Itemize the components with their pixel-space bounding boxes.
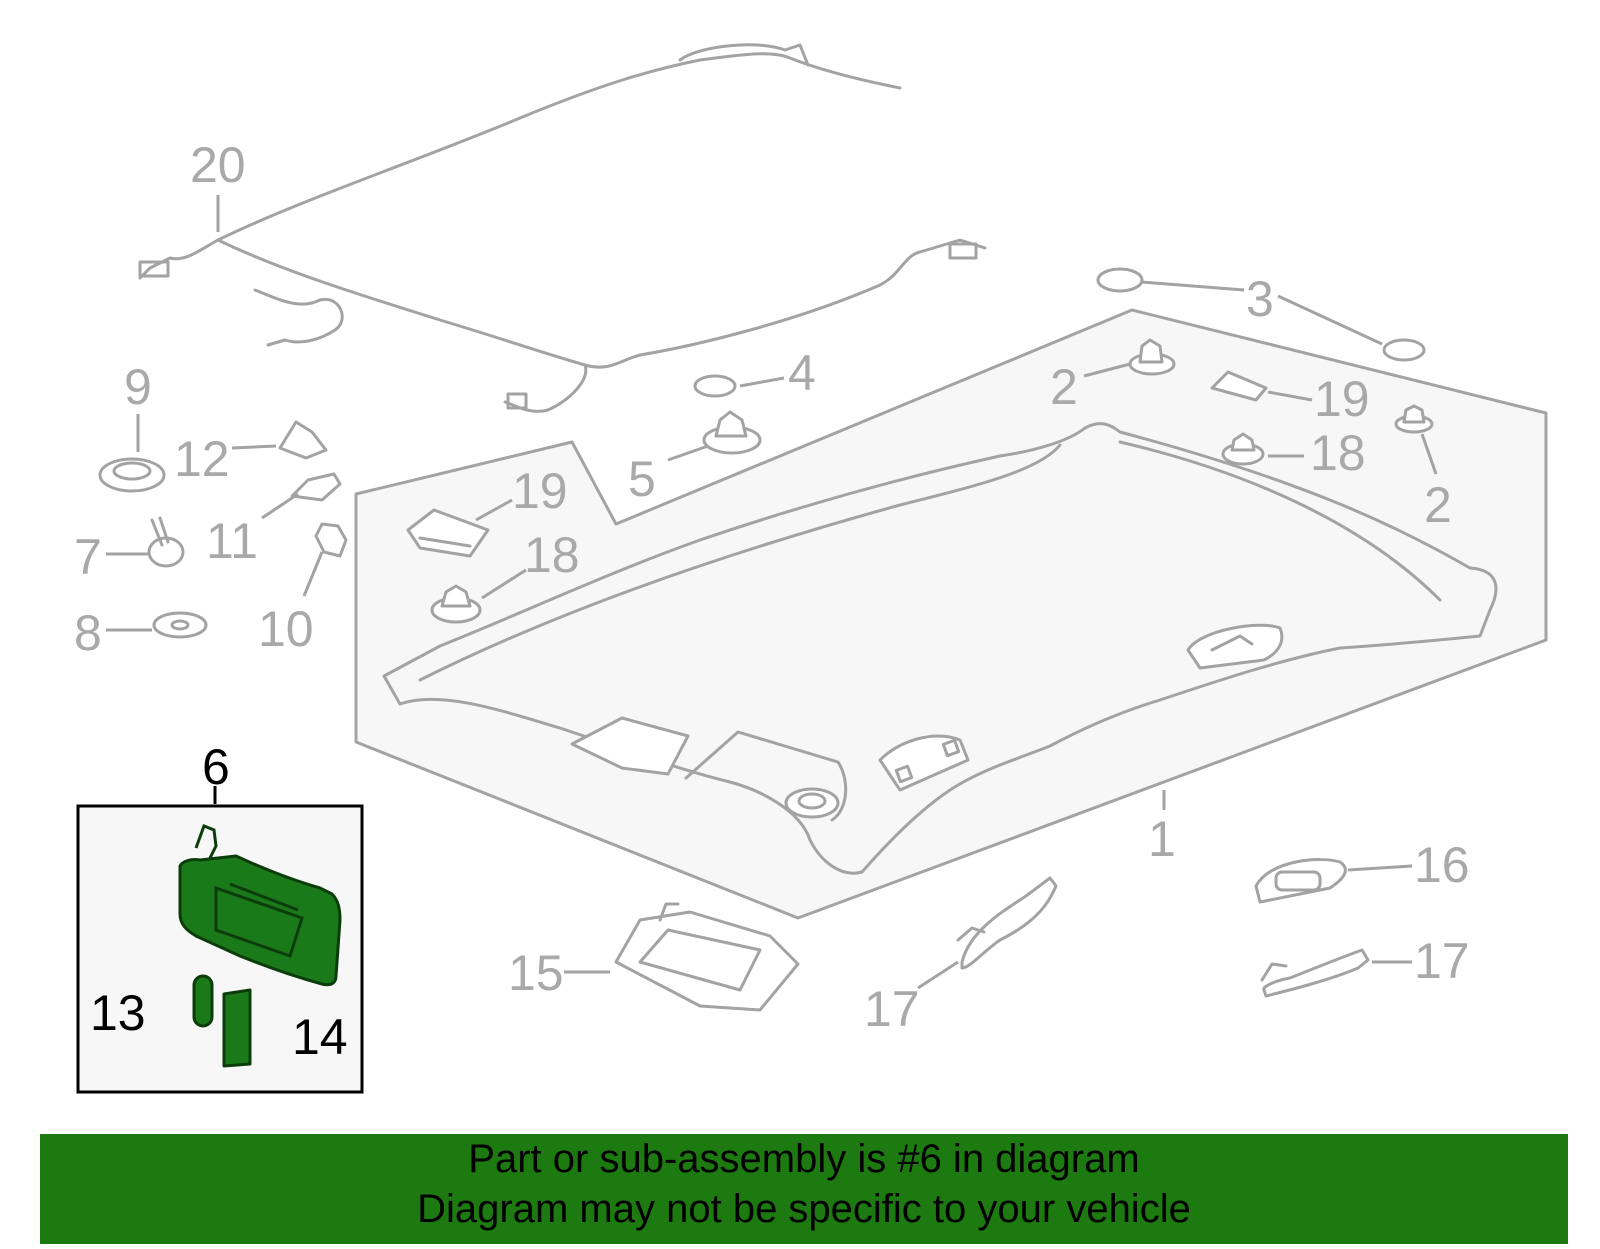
- callout-3: 3: [1246, 271, 1274, 327]
- callout-17: 17: [1414, 933, 1470, 989]
- pad-part-3b[interactable]: [1382, 338, 1426, 362]
- callout-5: 5: [628, 451, 656, 507]
- clip-part-18b[interactable]: [1221, 432, 1265, 466]
- callout-8: 8: [74, 605, 102, 661]
- banner-line-part: Part or sub-assembly is #6 in diagram: [468, 1137, 1140, 1181]
- clip-part-2a[interactable]: [1128, 338, 1176, 376]
- callout-4: 4: [788, 345, 816, 401]
- callout-2: 2: [1050, 359, 1078, 415]
- callout-9: 9: [124, 359, 152, 415]
- ring-part-9[interactable]: [98, 457, 166, 493]
- bracket-part-19a[interactable]: [406, 508, 490, 558]
- retainer-part-5[interactable]: [702, 410, 762, 455]
- clip-part-18a[interactable]: [430, 584, 482, 624]
- callout-7: 7: [74, 529, 102, 585]
- callout-16: 16: [1414, 837, 1470, 893]
- bracket-part-19b[interactable]: [1210, 370, 1268, 402]
- handle-part-17b[interactable]: [1260, 948, 1370, 998]
- clip-part-10[interactable]: [314, 522, 348, 558]
- callout-17: 17: [864, 981, 920, 1037]
- callout-19: 19: [512, 463, 568, 519]
- handle-part-17a[interactable]: [956, 876, 1058, 970]
- callout-1: 1: [1148, 811, 1176, 867]
- callout-18: 18: [1310, 425, 1366, 481]
- callout-14: 14: [292, 1009, 348, 1065]
- pad-part-3a[interactable]: [1096, 267, 1144, 293]
- clip-part-2b[interactable]: [1394, 404, 1434, 434]
- ring-part-4[interactable]: [693, 374, 737, 398]
- callout-18: 18: [524, 527, 580, 583]
- banner-line-disclaimer: Diagram may not be specific to your vehi…: [417, 1187, 1191, 1231]
- callout-15: 15: [508, 945, 564, 1001]
- sunvisor-highlighted-part-6[interactable]: [178, 824, 342, 1068]
- callout-11: 11: [206, 513, 258, 569]
- callout-20: 20: [190, 137, 246, 193]
- callout-19: 19: [1314, 371, 1370, 427]
- callout-13: 13: [90, 985, 146, 1041]
- console-part-15[interactable]: [614, 902, 800, 1012]
- washer-part-8[interactable]: [152, 611, 208, 639]
- wiring-harness-part-20[interactable]: [138, 43, 987, 413]
- info-banner: Part or sub-assembly is #6 in diagram Di…: [40, 1134, 1568, 1244]
- bracket-part-12[interactable]: [278, 420, 328, 460]
- screw-part-7[interactable]: [147, 516, 185, 568]
- callout-12: 12: [174, 431, 230, 487]
- lamp-part-16[interactable]: [1254, 858, 1347, 904]
- callout-6: 6: [202, 739, 230, 795]
- clip-part-11[interactable]: [290, 472, 342, 502]
- inset-part-6[interactable]: [76, 804, 364, 1094]
- callout-10: 10: [258, 601, 314, 657]
- callout-2: 2: [1424, 477, 1452, 533]
- callout-labels: 1 2 2 3 4 5 6 7 8 9 10 11 12 13 14 15 16…: [74, 137, 1470, 1065]
